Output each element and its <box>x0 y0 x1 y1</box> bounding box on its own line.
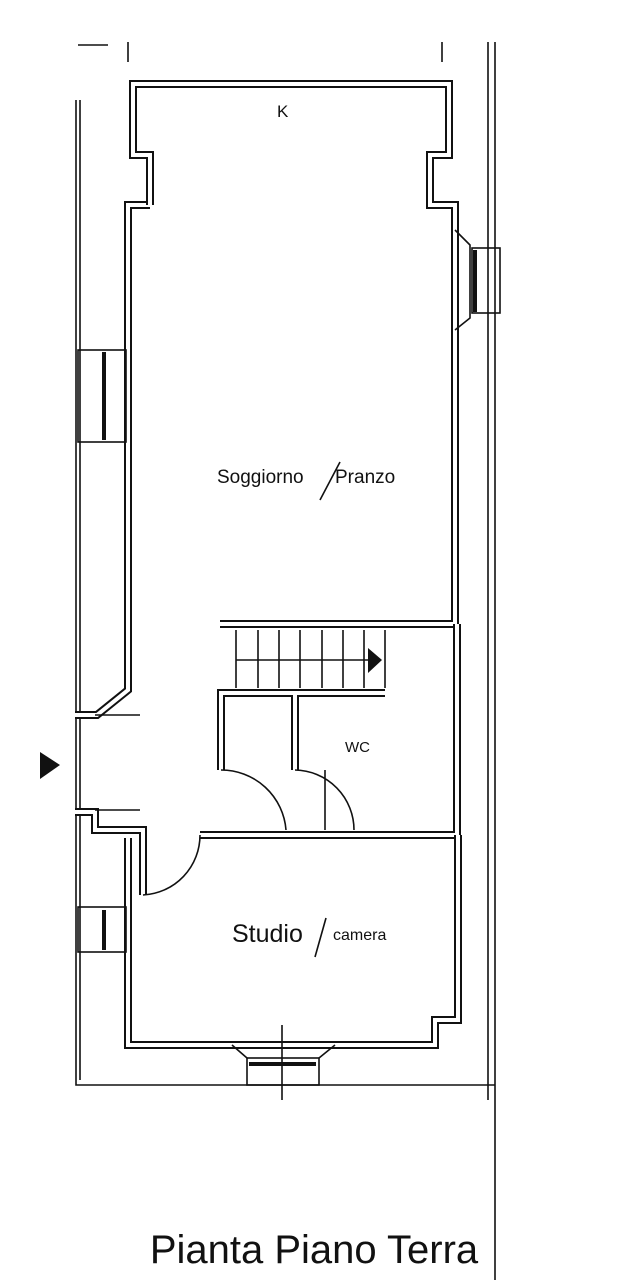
staircase <box>235 630 386 688</box>
plan-title: Pianta Piano Terra <box>149 1228 479 1272</box>
room-label-camera: camera <box>333 927 387 944</box>
room-label-pranzo: Pranzo <box>335 467 396 488</box>
doors <box>95 714 355 896</box>
label-slash <box>314 917 327 958</box>
outer-boundary <box>75 42 496 1280</box>
label-slash <box>319 461 341 501</box>
room-label-studio: Studio <box>232 920 303 948</box>
stair-direction-arrow-icon <box>368 648 382 673</box>
entrance-arrow-icon <box>40 752 60 779</box>
room-label-soggiorno: Soggiorno <box>217 467 304 488</box>
room-label-kitchen: K <box>277 102 289 121</box>
room-label-wc: WC <box>345 739 370 756</box>
windows <box>77 229 501 1100</box>
walls <box>75 80 462 1049</box>
